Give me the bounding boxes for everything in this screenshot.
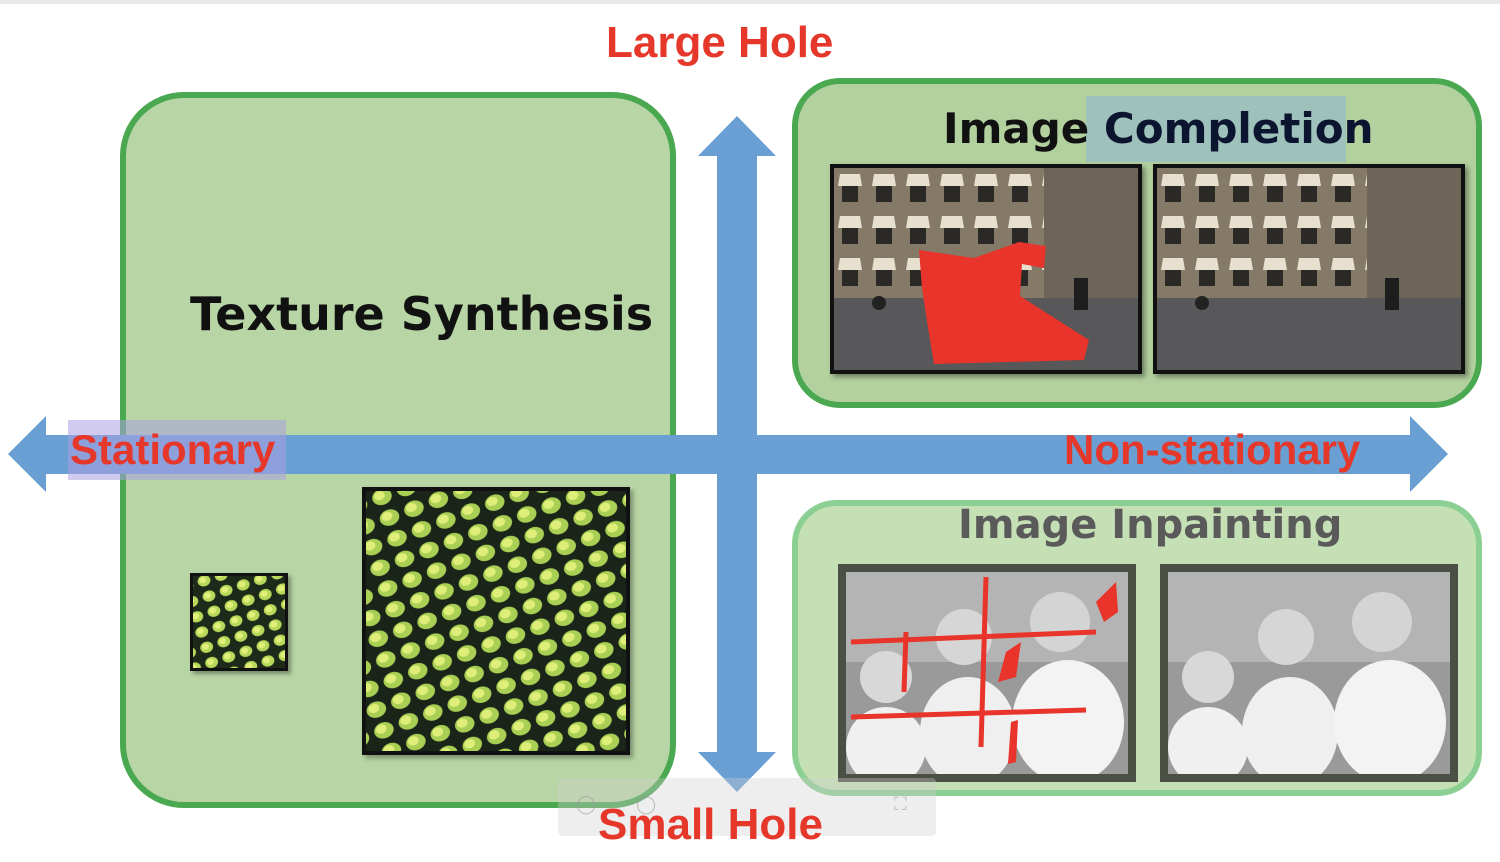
zoom-in-icon[interactable]: ◯ (636, 794, 657, 815)
damage-marks (850, 576, 1097, 748)
stationary-label-highlight (68, 420, 286, 480)
zoom-out-icon[interactable]: ◯ (576, 794, 597, 815)
large-hole-label: Large Hole (606, 18, 834, 67)
texture-synthesis-title: Texture Synthesis (190, 287, 654, 341)
non-stationary-label: Non-stationary (1064, 426, 1361, 473)
image-completion-title: Image Completion (943, 104, 1374, 153)
stationary-label: Stationary (70, 426, 276, 473)
inpainting-output-photo (1160, 564, 1458, 782)
vertical-axis-arrow (698, 116, 776, 792)
fullscreen-icon[interactable]: ⛶ (894, 794, 907, 815)
large-texture-result (362, 487, 630, 755)
image-completion-title-part1: Image (943, 104, 1104, 153)
small-texture-sample (190, 573, 288, 671)
completion-input-photo (830, 164, 1142, 374)
image-inpainting-title: Image Inpainting (958, 502, 1343, 548)
image-completion-title-part2: Completion (1103, 104, 1374, 153)
image-completion-title-highlight (1086, 96, 1346, 162)
viewer-toolbar[interactable]: ◯ ◯ ⛶ (558, 778, 936, 836)
top-border (0, 0, 1500, 4)
inpainting-input-photo (838, 564, 1136, 782)
completion-output-photo (1153, 164, 1465, 374)
small-hole-label: Small Hole (598, 800, 823, 849)
hole-mask (919, 242, 1089, 364)
